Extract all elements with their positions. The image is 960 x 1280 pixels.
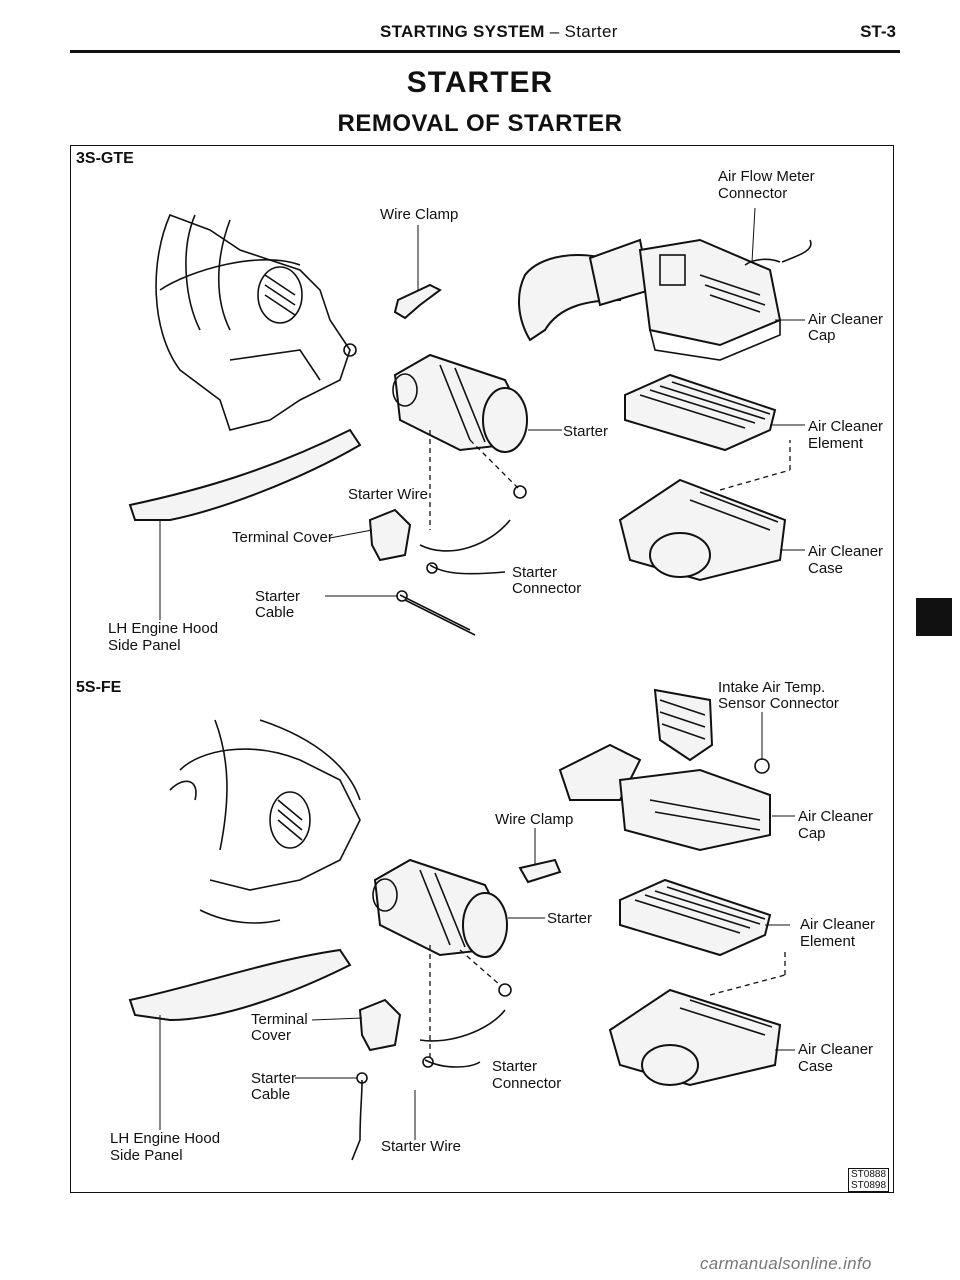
wire-clamp-3sgte-drawing (393, 225, 442, 320)
callout-air-cleaner-cap-5sfe-1: Air Cleaner (798, 808, 874, 825)
page-header: STARTING SYSTEM – Starter ST-3 (70, 18, 900, 53)
callout-starter-connector-3sgte-2: Connector (512, 580, 582, 597)
header-title-bold: STARTING SYSTEM (380, 22, 545, 41)
callout-lh-hood-panel-5sfe-2: Side Panel (110, 1147, 183, 1164)
callout-air-cleaner-element-3sgte-1: Air Cleaner (808, 418, 884, 435)
callout-terminal-cover-5sfe-2: Cover (251, 1027, 292, 1044)
callout-starter-cable-5sfe-1: Starter (251, 1070, 297, 1087)
callout-air-cleaner-case-5sfe-1: Air Cleaner (798, 1041, 874, 1058)
terminal-cover-5sfe-drawing (311, 998, 506, 1068)
starter-3sgte-drawing (392, 353, 562, 530)
intake-air-temp-sensor-drawing (653, 688, 770, 774)
header-rule (70, 50, 900, 53)
callout-air-cleaner-case-3sgte-1: Air Cleaner (808, 543, 884, 560)
callout-terminal-cover-3sgte: Terminal Cover (232, 529, 333, 546)
callout-air-cleaner-element-5sfe-2: Element (800, 933, 856, 950)
air-cleaner-case-5sfe-drawing (608, 950, 795, 1087)
callout-air-cleaner-case-5sfe-2: Case (798, 1058, 834, 1075)
air-cleaner-cap-5sfe-drawing (518, 743, 795, 884)
callout-starter-cable-3sgte-2: Cable (255, 604, 295, 621)
watermark-footer: carmanualsonline.info (700, 1254, 872, 1273)
section-label-5sfe: 5S-FE (76, 679, 122, 696)
figure-frame (70, 145, 894, 1193)
callout-air-cleaner-cap-3sgte-2: Cap (808, 327, 836, 344)
callout-starter-connector-3sgte-1: Starter (512, 564, 558, 581)
callout-starter-connector-5sfe-2: Connector (492, 1075, 562, 1092)
callout-starter-cable-3sgte-1: Starter (255, 588, 301, 605)
engine-5sfe-drawing (169, 719, 361, 924)
lh-hood-side-panel-3sgte-drawing (128, 428, 362, 620)
callout-air-cleaner-element-3sgte-2: Element (808, 435, 864, 452)
callout-air-flow-meter-2: Connector (718, 185, 788, 202)
header-title-rest: – Starter (549, 22, 618, 41)
callout-starter-wire-3sgte: Starter Wire (348, 486, 429, 503)
section-label-3sgte: 3S-GTE (76, 150, 134, 167)
callout-starter-wire-5sfe: Starter Wire (381, 1138, 462, 1155)
figure-code-1: ST0888 (851, 1169, 887, 1180)
starter-cable-3sgte-drawing (325, 590, 476, 636)
air-cleaner-element-5sfe-drawing (619, 878, 790, 957)
callout-wire-clamp-5sfe: Wire Clamp (495, 811, 574, 828)
air-cleaner-element-3sgte-drawing (624, 373, 805, 452)
figure-code-2: ST0898 (851, 1180, 887, 1191)
terminal-cover-3sgte-drawing (329, 508, 511, 575)
callout-intake-air-temp-2: Sensor Connector (718, 695, 839, 712)
callout-air-cleaner-cap-3sgte-1: Air Cleaner (808, 311, 884, 328)
callout-starter-cable-5sfe-2: Cable (251, 1086, 291, 1103)
callout-lh-hood-panel-5sfe-1: LH Engine Hood (110, 1130, 221, 1147)
page-title: STARTER (406, 66, 554, 99)
callout-starter-3sgte: Starter (563, 423, 609, 440)
callout-starter-5sfe: Starter (547, 910, 593, 927)
callout-air-cleaner-case-3sgte-2: Case (808, 560, 844, 577)
starter-5sfe-drawing (372, 858, 545, 1060)
section-tab-marker (916, 598, 952, 636)
lh-hood-side-panel-5sfe-drawing (128, 948, 352, 1130)
callout-starter-connector-5sfe-1: Starter (492, 1058, 538, 1075)
callout-air-flow-meter-1: Air Flow Meter (718, 168, 815, 185)
header-title: STARTING SYSTEM – Starter (380, 22, 618, 42)
callout-terminal-cover-5sfe-1: Terminal (251, 1011, 308, 1028)
callout-lh-hood-panel-3sgte-1: LH Engine Hood (108, 620, 219, 637)
page-id: ST-3 (860, 22, 896, 41)
air-cleaner-cap-3sgte-drawing (518, 207, 812, 361)
starter-cable-5sfe-drawing (295, 1072, 368, 1161)
engine-3sgte-drawing (155, 213, 357, 431)
air-cleaner-case-3sgte-drawing (618, 440, 805, 582)
callout-wire-clamp-3sgte: Wire Clamp (380, 206, 459, 223)
callout-air-cleaner-cap-5sfe-2: Cap (798, 825, 826, 842)
callout-lh-hood-panel-3sgte-2: Side Panel (108, 637, 181, 654)
figure-code-box: ST0888 ST0898 (848, 1168, 890, 1192)
callout-air-cleaner-element-5sfe-1: Air Cleaner (800, 916, 876, 933)
page-subtitle: REMOVAL OF STARTER (337, 110, 623, 137)
callout-intake-air-temp-1: Intake Air Temp. (718, 679, 826, 696)
